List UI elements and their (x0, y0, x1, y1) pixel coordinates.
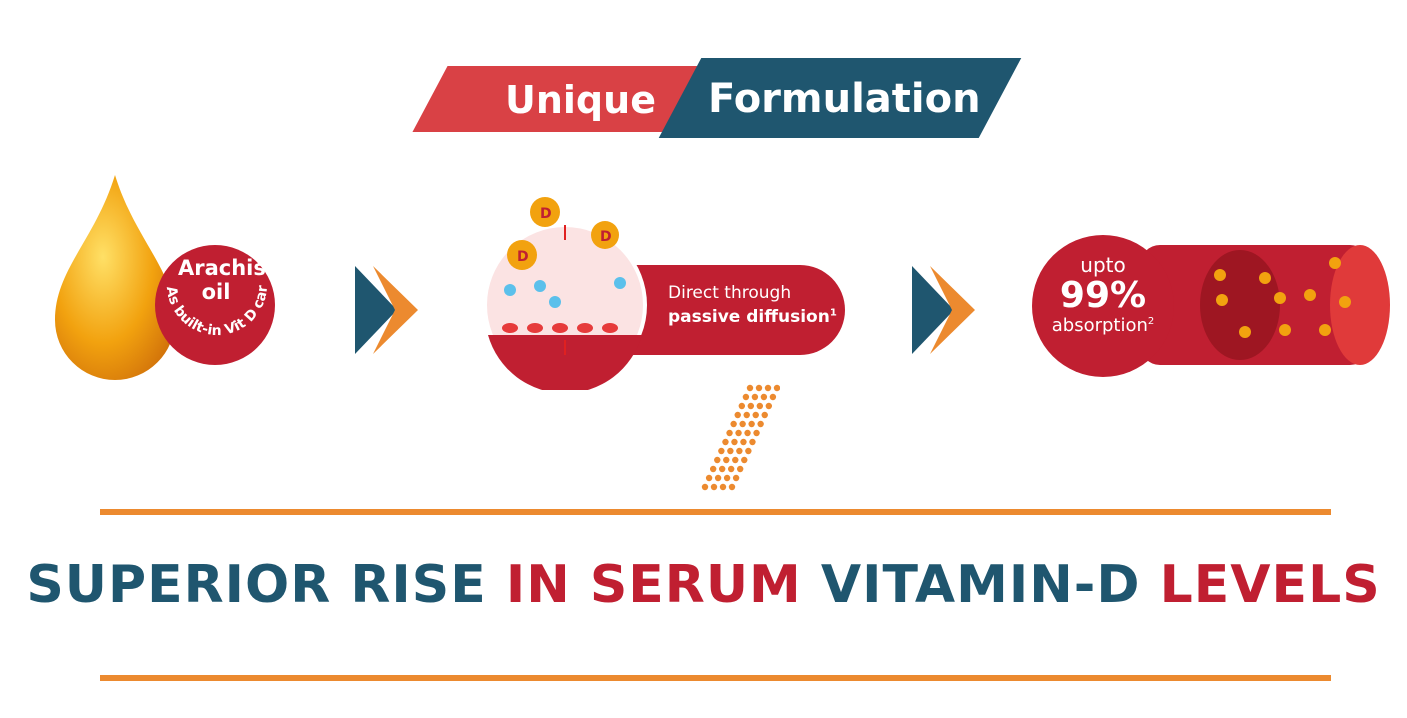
arrow-dot (773, 384, 780, 392)
arrow-dot (769, 393, 777, 401)
arrow-dot (744, 429, 751, 437)
oil-curved-label: As built-in Vit D carrier (155, 245, 271, 339)
oil-drop-icon (55, 175, 275, 380)
arrow-dot (751, 393, 759, 401)
arrow-dot (705, 474, 713, 482)
diffusion-circle-illustration: D D D (483, 197, 647, 390)
heading-part4: LEVELS (1159, 555, 1381, 615)
chevron-arrow-icon (912, 266, 975, 354)
diffusion-line2: passive diffusion (668, 307, 830, 327)
arrow-dot (732, 474, 740, 482)
arrow-dot (714, 474, 722, 482)
arrow-dot (723, 474, 731, 482)
heading-part3: VITAMIN-D (820, 555, 1160, 615)
arrow-dot (749, 438, 756, 446)
arrow-dot (710, 483, 718, 491)
arrow-dot (736, 447, 743, 455)
arrow-dot (748, 420, 755, 428)
arrow-dot (735, 429, 742, 437)
arrow-dot (756, 402, 764, 410)
arrow-dot (730, 420, 737, 428)
diffusion-sup: 1 (829, 307, 837, 319)
arrow-dot (743, 411, 750, 419)
heading-part1: SUPERIOR RISE (26, 555, 506, 615)
absorption-prefix: upto (1080, 253, 1126, 277)
arrow-dot (722, 438, 729, 446)
arrow-dot (714, 456, 721, 464)
arrow-dot (746, 384, 754, 392)
arrow-dot (736, 465, 744, 473)
arrow-dot (753, 429, 760, 437)
svg-text:D: D (600, 229, 612, 245)
arrow-dot (731, 438, 738, 446)
arrow-dot (764, 384, 772, 392)
arrow-dot (740, 438, 747, 446)
absorption-badge: upto 99% absorption2 (1032, 235, 1174, 377)
arrow-dot (747, 402, 755, 410)
absorption-sup: 2 (1147, 316, 1155, 327)
arrow-dot (760, 393, 768, 401)
arrow-dot (727, 465, 735, 473)
svg-text:D: D (540, 206, 552, 222)
arrow-dot (761, 411, 768, 419)
blood-vessel-illustration (1140, 245, 1390, 365)
arrow-dot (726, 429, 733, 437)
arrow-dot (757, 420, 764, 428)
banner-word-unique: Unique (505, 78, 656, 122)
banner-word-formulation: Formulation (708, 76, 981, 122)
chevron-arrow-icon (355, 266, 418, 354)
arrow-dot (742, 393, 750, 401)
main-heading: SUPERIOR RISE IN SERUM VITAMIN-D LEVELS (0, 555, 1407, 615)
rising-dotted-arrow-icon (701, 384, 780, 491)
arrow-dot (709, 465, 717, 473)
oil-title-line1: Arachis (178, 256, 266, 280)
arrow-dot (701, 483, 709, 491)
arrow-dot (719, 483, 727, 491)
arrow-dot (752, 411, 759, 419)
arrow-dot (745, 447, 752, 455)
arrow-dot (727, 447, 734, 455)
heading-part2: IN SERUM (505, 555, 821, 615)
arrow-dot (723, 456, 730, 464)
arrow-dot (732, 456, 739, 464)
oil-title-line2: oil (201, 280, 231, 304)
arrow-dot (755, 384, 763, 392)
arrow-dot (718, 447, 725, 455)
absorption-label: absorption (1051, 315, 1148, 336)
svg-text:D: D (517, 249, 529, 265)
divider-top (100, 509, 1331, 515)
divider-bottom (100, 675, 1331, 681)
svg-text:As built-in Vit D carrier: As built-in Vit D carrier (155, 245, 271, 339)
arrow-dot (741, 456, 748, 464)
arrow-dot (765, 402, 773, 410)
arrow-dot (718, 465, 726, 473)
arrow-dot (728, 483, 736, 491)
diffusion-line1: Direct through (668, 283, 792, 303)
arrow-dot (739, 420, 746, 428)
arrow-dot (734, 411, 741, 419)
absorption-value: 99% (1059, 275, 1147, 316)
diffusion-pill: Direct through passive diffusion1 (610, 265, 845, 355)
arrow-dot (738, 402, 746, 410)
